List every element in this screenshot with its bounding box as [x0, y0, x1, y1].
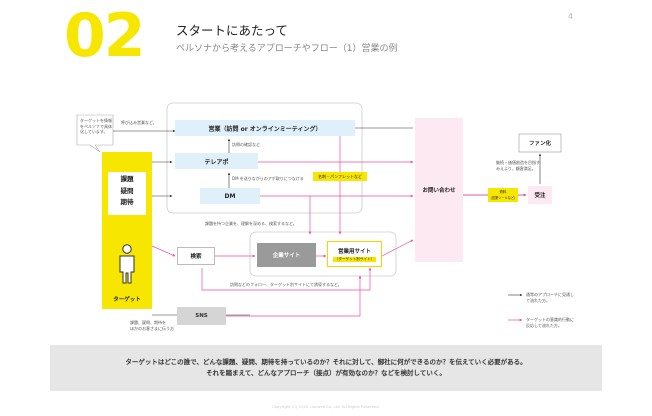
summary-band: ターゲットはどこの誰で、どんな課題、疑問、期待を持っているのか？それに対して、御…	[50, 345, 602, 391]
page-title: スタートにあたって	[176, 23, 288, 38]
note-fanka: 継続・価値創造を目指す みえより、顧客満足。	[496, 160, 540, 171]
copyright: Copyright (C) 2020 Lionwell Co.,Ltd. All…	[272, 404, 380, 409]
target-needs-list: 課題 疑問 期待	[108, 174, 146, 209]
note-yobikomi: 呼び込み営業など。	[121, 120, 157, 125]
fanka-box	[518, 133, 562, 153]
juchu-box	[528, 186, 552, 204]
note-houmon: 訪問の確認など	[232, 142, 260, 147]
node-sales[interactable]: 営業（訪問 or オンラインミーティング）	[175, 120, 355, 136]
page-number: 4	[568, 12, 574, 21]
note-site: 訪問などのフォロー、ターゲット別サイトにて誘導するなど。	[230, 282, 342, 287]
node-meishi[interactable]: 名刺・パンフレットなど	[313, 172, 367, 181]
callout-bubble	[76, 114, 114, 153]
node-sns[interactable]: SNS	[177, 307, 226, 325]
note-sns: 課題、疑問、期待を ほかのお客さまに伝う方	[130, 320, 174, 331]
target-need-question: 疑問	[120, 186, 134, 195]
legend-pink: ターゲットの意識的行動に 反応して流れた方。	[526, 317, 574, 328]
node-sales-site[interactable]: 営業用サイト （ターゲット別サイト）	[327, 241, 382, 267]
node-corp-site[interactable]: 企業サイト	[257, 243, 316, 267]
node-fanka[interactable]: ファン化	[528, 141, 551, 147]
node-search[interactable]: 検索	[177, 247, 215, 265]
target-label: ターゲット	[113, 297, 141, 303]
node-shiryo[interactable]: 資料 （営業ツールなど）	[488, 188, 518, 202]
target-need-expectation: 期待	[120, 198, 134, 207]
node-teleapo[interactable]: テレアポ	[175, 153, 258, 169]
note-dm: DM を送りながらのアポ取りにつなげる	[232, 176, 304, 181]
node-dm[interactable]: DM	[200, 188, 260, 204]
summary-line-1: ターゲットはどこの誰で、どんな課題、疑問、期待を持っているのか？それに対して、御…	[125, 357, 527, 366]
note-search: 課題を持つ企業を、理解を深める、検索するなど。	[205, 221, 297, 226]
target-needs-box	[108, 172, 146, 215]
person-icon	[119, 244, 135, 284]
summary-line-2: それを踏まえて、どんなアプローチ（接点）が有効なのか？などを検討していく。	[206, 369, 446, 377]
node-inquiry[interactable]: お問い合わせ	[422, 188, 456, 194]
target-need-issue: 課題	[120, 175, 134, 183]
node-juchu[interactable]: 受注	[534, 193, 546, 199]
section-number: 02	[64, 1, 145, 71]
callout-text: ターゲットを情報 をペルソナで具体 化しています。	[80, 118, 112, 135]
inquiry-column	[415, 118, 463, 262]
legend-black: 通常のアプローチに見通し て流れた方。	[526, 292, 574, 303]
page-subtitle: ペルソナから考えるアプローチやフロー（1）営業の例	[176, 44, 398, 54]
